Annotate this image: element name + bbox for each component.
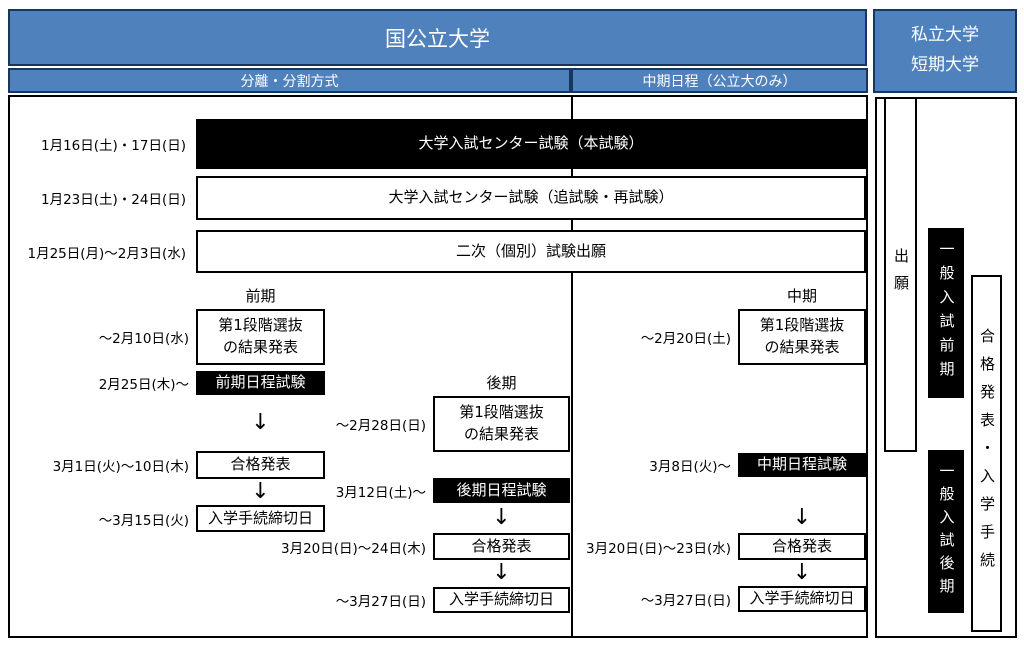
private-body-frame [875, 97, 1017, 638]
chuki-deadline-date: 〜3月27日(日) [640, 593, 731, 609]
subheader-mid-schedule: 中期日程（公立大のみ） [571, 68, 868, 93]
zenki-selection-box: 第1段階選抜 の結果発表 [196, 309, 325, 365]
chuki-exam-box: 中期日程試験 [738, 453, 866, 477]
chuki-selection-line1: 第1段階選抜 [759, 316, 845, 335]
chuki-announce-date: 3月20日(日)〜23日(水) [585, 540, 731, 557]
kouki-exam-box: 後期日程試験 [433, 478, 570, 503]
down-arrow-icon: ↓ [251, 410, 270, 435]
down-arrow-icon: ↓ [792, 560, 812, 585]
private-general-early-label: 一般入試前期 [937, 241, 956, 385]
center-exam-retest-box: 大学入試センター試験（追試験・再試験） [196, 176, 866, 220]
chuki-title: 中期 [786, 287, 817, 305]
down-arrow-icon: ↓ [492, 504, 511, 530]
zenki-deadline-box: 入学手続締切日 [196, 505, 325, 532]
down-arrow-icon: ↓ [251, 479, 270, 504]
zenki-announce-date: 3月1日(火)〜10日(木) [52, 459, 189, 475]
header-private-line2: 短期大学 [911, 55, 979, 75]
private-application-box: 出願 [884, 97, 917, 452]
private-application-label: 出願 [892, 247, 910, 302]
zenki-title: 前期 [245, 287, 276, 305]
kouki-announce-date: 3月20日(日)〜24日(木) [280, 540, 426, 557]
zenki-selection-line2: の結果発表 [222, 338, 298, 356]
private-announce-procedure-label: 合格発表・入学手続 [978, 327, 996, 580]
down-arrow-icon: ↓ [792, 504, 812, 530]
header-private-line1: 私立大学 [911, 25, 979, 46]
kouki-announce-box: 合格発表 [433, 533, 570, 560]
column-divider-line [571, 95, 573, 638]
kouki-selection-box: 第1段階選抜 の結果発表 [433, 396, 570, 452]
secondary-application-box: 二次（個別）試験出願 [196, 230, 866, 273]
chuki-exam-date: 3月8日(火)〜 [649, 459, 731, 475]
zenki-deadline-date: 〜3月15日(火) [98, 512, 189, 529]
header-national-public: 国公立大学 [8, 9, 867, 66]
private-announce-procedure-box: 合格発表・入学手続 [971, 275, 1002, 632]
center-exam-retest-date: 1月23日(土)・24日(日) [40, 192, 186, 208]
center-exam-main-date: 1月16日(土)・17日(日) [40, 138, 186, 154]
kouki-deadline-date: 〜3月27日(日) [335, 594, 426, 610]
chuki-announce-box: 合格発表 [738, 533, 866, 560]
secondary-application-date: 1月25日(月)〜2月3日(水) [27, 245, 186, 262]
kouki-exam-date: 3月12日(土)〜 [335, 484, 426, 501]
kouki-selection-date: 〜2月28日(日) [335, 418, 426, 434]
down-arrow-icon: ↓ [492, 560, 511, 585]
chuki-selection-date: 〜2月20日(土) [640, 331, 731, 347]
chuki-selection-box: 第1段階選抜 の結果発表 [738, 309, 866, 365]
private-general-late-box: 一般入試後期 [928, 450, 964, 613]
kouki-selection-line2: の結果発表 [463, 425, 539, 443]
zenki-selection-line1: 第1段階選抜 [218, 316, 303, 335]
zenki-announce-box: 合格発表 [196, 451, 325, 479]
kouki-deadline-box: 入学手続締切日 [433, 587, 570, 613]
subheader-split-method: 分離・分割方式 [8, 68, 571, 93]
zenki-exam-box: 前期日程試験 [196, 371, 325, 395]
center-exam-main-box: 大学入試センター試験（本試験） [196, 119, 866, 169]
kouki-title: 後期 [486, 374, 517, 392]
private-general-early-box: 一般入試前期 [928, 228, 964, 398]
kouki-selection-line1: 第1段階選抜 [459, 403, 544, 422]
main-body-frame [8, 95, 868, 638]
private-general-late-label: 一般入試後期 [937, 462, 956, 601]
zenki-selection-date: 〜2月10日(水) [98, 331, 189, 347]
chuki-selection-line2: の結果発表 [764, 338, 840, 356]
chuki-deadline-box: 入学手続締切日 [738, 586, 866, 612]
header-private-universities: 私立大学 短期大学 [873, 9, 1017, 93]
zenki-exam-date: 2月25日(木)〜 [98, 377, 189, 393]
